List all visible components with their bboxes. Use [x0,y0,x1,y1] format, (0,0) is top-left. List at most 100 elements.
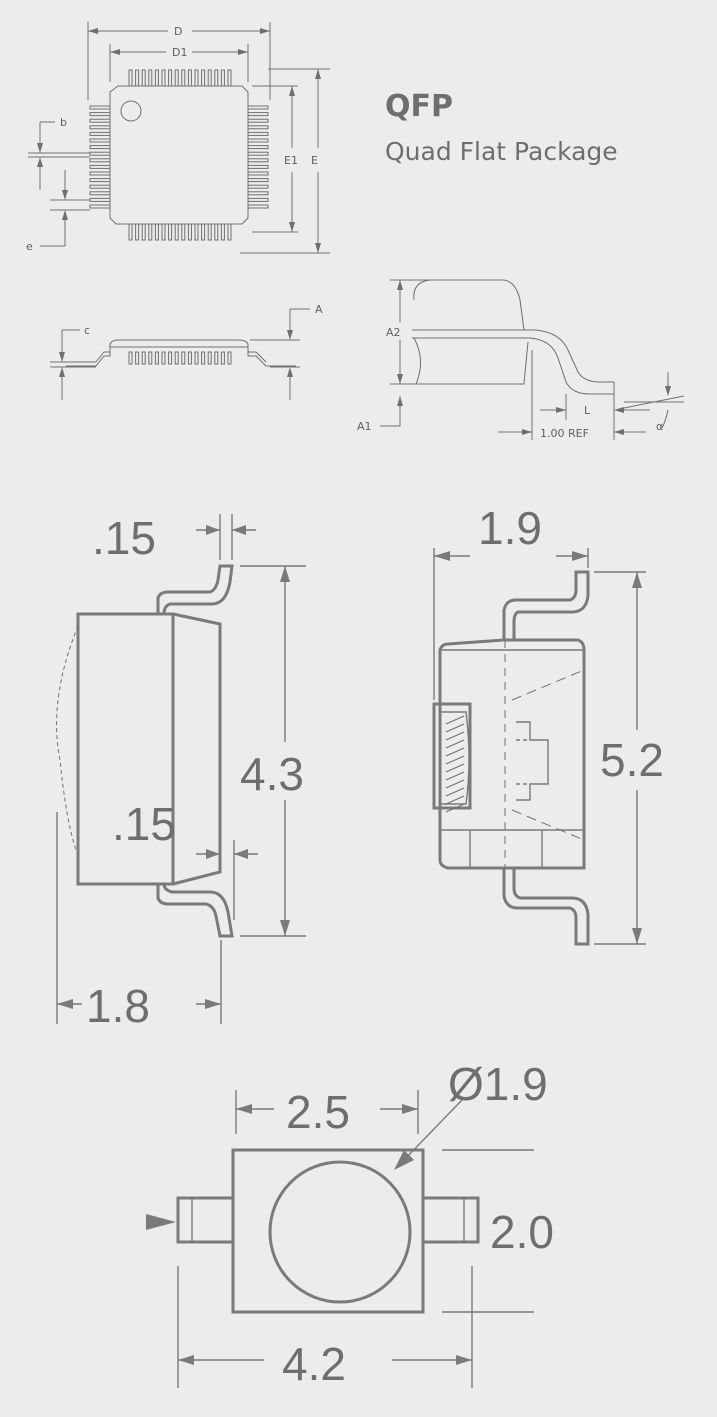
dim-bottom-lens-diameter: Ø1.9 [394,1058,548,1170]
bottom-body [231,1148,425,1314]
qfp-side-outline [66,339,296,367]
qfp-side-lead [181,351,186,365]
detail-body-top [413,279,525,331]
qfp-lead [201,223,206,241]
qfp-side-leads [128,351,232,365]
bottom-lens [268,1160,412,1304]
qfp-lead [201,69,206,87]
qfp-lead [220,223,225,241]
qfp-leads-bottom [128,223,232,241]
qfp-lead [187,69,192,87]
qfp-lead [247,125,269,130]
bottom-pad-left [176,1196,235,1244]
label-A: A [315,303,323,316]
qfp-lead [220,69,225,87]
qfp-lead [194,69,199,87]
qfp-lead [128,69,133,87]
dim-bottom-body-height: 2.0 [442,1149,554,1313]
dim-front-width: 1.9 [433,502,589,700]
dim-A2-A1: A2 A1 [357,279,432,433]
qfp-lead [247,204,269,209]
dim-D1: D1 [109,44,249,82]
led-bottom-view: 2.5 Ø1.9 2.0 4.2 [146,1058,554,1390]
detail-lead-upper [412,329,614,383]
dim-e: e [26,170,90,253]
hatch-line [445,763,465,773]
qfp-lead [247,197,269,202]
hatch-line [445,755,465,765]
dim-D: D [87,22,271,100]
dim-ref: 1.00 REF [498,350,646,440]
hatch-line [445,779,465,789]
bottom-pad-span-value: 2.5 [286,1086,350,1138]
front-lead-top [502,570,590,640]
qfp-side-lead [227,351,232,365]
qfp-lead [247,184,269,189]
qfp-lead [247,171,269,176]
hatch-line [445,771,465,781]
qfp-lead [247,131,269,136]
side-lead-bottom-value: .15 [112,798,176,850]
label-D: D [174,25,182,38]
label-ref: 1.00 REF [540,427,589,440]
front-height-value: 5.2 [600,734,664,786]
qfp-lead [247,138,269,143]
qfp-lead [128,223,133,241]
qfp-lead [89,197,111,202]
qfp-lead [168,223,173,241]
led-side-view: .15 4.3 .15 1.8 [56,512,306,1032]
label-b: b [60,116,67,129]
qfp-lead [89,204,111,209]
qfp-side-lead [141,351,146,365]
dim-side-height: 4.3 [240,565,306,937]
side-lead-top-value: .15 [92,512,156,564]
qfp-lead [89,151,111,156]
label-alpha: α [656,420,663,433]
qfp-lead [227,223,232,241]
hatch-line [445,787,465,797]
qfp-lead [181,223,186,241]
qfp-lead [247,158,269,163]
qfp-lead [181,69,186,87]
dim-A: A [250,303,323,400]
qfp-lead [161,69,166,87]
qfp-leads-left [89,105,111,209]
qfp-side-lead [194,351,199,365]
hatch-line [445,739,465,749]
qfp-side-lead [135,351,140,365]
qfp-lead [89,171,111,176]
qfp-lead [247,164,269,169]
side-lead-bottom [156,883,234,938]
side-lens [172,612,222,886]
qfp-lead [89,145,111,150]
qfp-top-view: D D1 E1 E [26,22,330,254]
qfp-lead [135,223,140,241]
qfp-side-lead [187,351,192,365]
qfp-side-lead [174,351,179,365]
qfp-side-lead [148,351,153,365]
hatch-line [445,723,465,733]
dim-c: c [50,324,96,400]
qfp-lead [135,69,140,87]
label-e: e [26,240,33,253]
qfp-lead [141,223,146,241]
qfp-lead [89,105,111,110]
qfp-lead [174,223,179,241]
dim-side-lead-top: .15 [92,512,256,564]
qfp-lead [247,118,269,123]
qfp-lead [161,223,166,241]
label-E: E [311,154,318,167]
qfp-lead [89,131,111,136]
qfp-lead [154,69,159,87]
side-width-value: 1.8 [86,980,150,1032]
qfp-lead [194,223,199,241]
qfp-lead [89,125,111,130]
dim-alpha: α [623,372,685,433]
qfp-lead [89,112,111,117]
label-D1: D1 [172,46,187,59]
bottom-body-height-value: 2.0 [490,1206,554,1258]
qfp-side-lead [128,351,133,365]
label-A2: A2 [386,326,401,339]
dim-front-height: 5.2 [594,571,664,945]
